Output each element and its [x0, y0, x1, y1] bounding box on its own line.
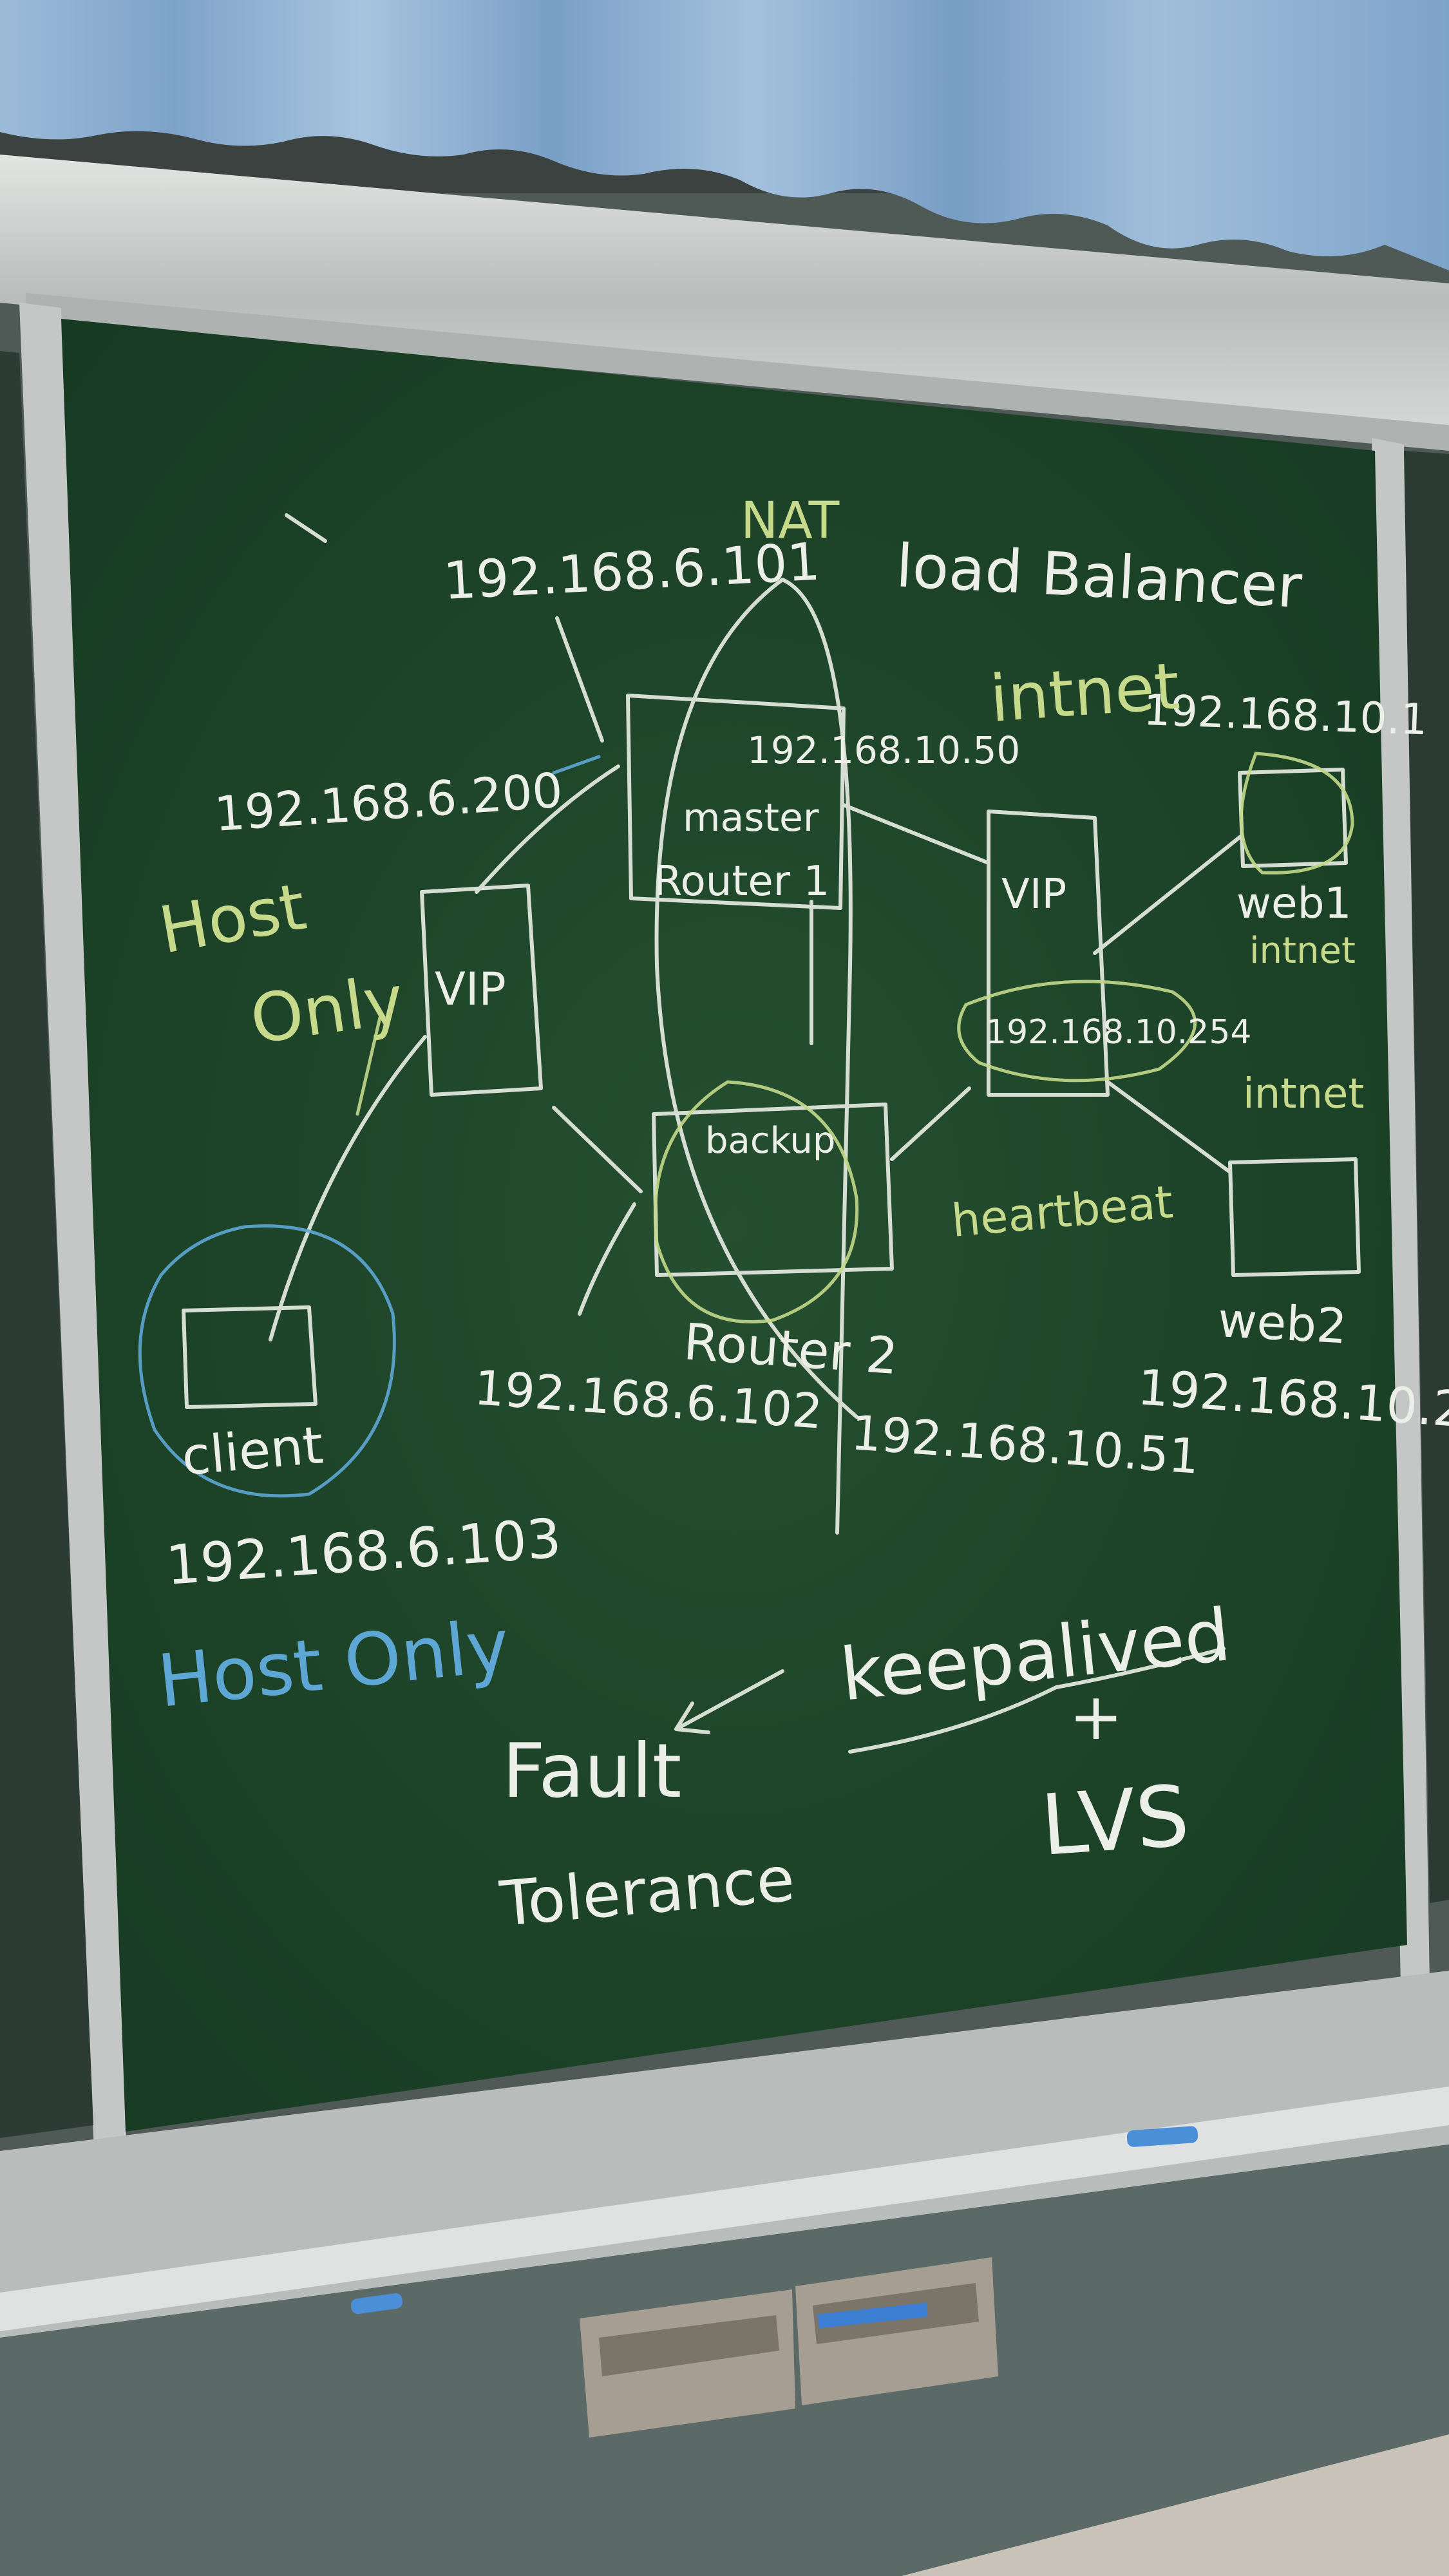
chalk-piece [351, 2293, 402, 2315]
link-client-vip [269, 1035, 427, 1341]
vip-right-label: VIP [1001, 871, 1066, 918]
green-line-hostonly [355, 1016, 382, 1116]
arrow-router2-down [578, 1202, 636, 1316]
heartbeat-loop [654, 578, 858, 1535]
backup-label: backup [705, 1120, 835, 1162]
web2-box [1228, 1157, 1361, 1277]
right-frame [1372, 438, 1430, 1987]
web2-label: web2 [1217, 1293, 1348, 1354]
link-vipright-web2 [1106, 1080, 1232, 1174]
vip-left-label: VIP [435, 963, 506, 1016]
router1-box [626, 694, 846, 910]
client-label: client [180, 1415, 326, 1487]
green-circle-web1 [1239, 752, 1354, 875]
plus-sign: + [1069, 1679, 1123, 1754]
ip-web1: 192.168.10.1 [1142, 685, 1428, 744]
link-vip-router2 [552, 1106, 643, 1193]
left-frame [19, 303, 129, 2215]
green-circle-vip-ip [957, 980, 1197, 1083]
right-dark-panel [1404, 451, 1449, 1903]
chalk-tray-edge [0, 2087, 1449, 2331]
vip-right-box [987, 810, 1110, 1097]
left-dark-panel [0, 351, 93, 2138]
web1-intnet: intnet [1249, 930, 1356, 972]
intnet-top: intnet [988, 649, 1182, 737]
chalk-drawers [580, 2257, 998, 2438]
vip-left-box [420, 884, 543, 1097]
router1-label: Router 1 [654, 858, 829, 905]
small-arrow [285, 513, 327, 543]
fault-label: Fault [502, 1728, 681, 1815]
web1-label: web1 [1236, 878, 1351, 928]
blue-tick [552, 755, 601, 775]
link-router1-vipright [842, 803, 990, 865]
link-vipright-web1 [1093, 835, 1242, 955]
client-circle [138, 1224, 396, 1498]
ip-router1: 192.168.10.50 [747, 728, 1020, 772]
floor-corner [902, 2434, 1449, 2576]
top-frame-rail [0, 155, 1449, 444]
chalkboard [61, 319, 1407, 2132]
keepalived-underline [848, 1647, 1226, 1754]
fault-arrow [674, 1669, 784, 1734]
link-vip-router1 [475, 764, 620, 894]
master-label: master [683, 795, 819, 840]
ip-vip-right: 192.168.10.254 [985, 1013, 1252, 1052]
curtain [0, 0, 1449, 270]
title-nat: NAT [741, 492, 840, 550]
link-top-router1 [555, 616, 604, 743]
link-router2-vipright [890, 1086, 971, 1161]
intnet-mid: intnet [1243, 1070, 1364, 1118]
green-circle-router2 [653, 1080, 859, 1323]
client-box [182, 1305, 317, 1409]
lvs-label: LVS [1038, 1766, 1193, 1875]
chalk-piece [1126, 2126, 1198, 2147]
top-frame-inner [26, 293, 1449, 451]
